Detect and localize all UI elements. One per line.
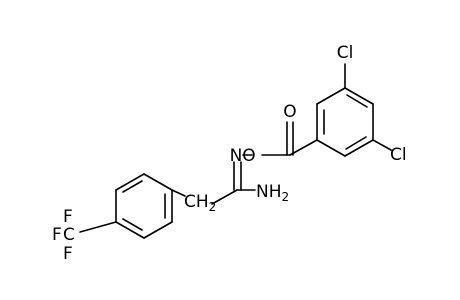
ring-a-bond-1	[344, 87, 374, 105]
amine-subscript: 2	[282, 190, 290, 204]
trifluoromethylphenyl-ring	[115, 173, 173, 239]
ring-a-double-2	[345, 136, 367, 150]
ring-a-bond-6	[316, 87, 346, 105]
f-mid-label: F	[52, 225, 62, 245]
ch2-to-ring-bond	[171, 189, 186, 197]
ring-b-double-1	[122, 180, 143, 193]
cf3-carbon-label: C	[63, 225, 75, 245]
ch2-subscript: 2	[209, 200, 217, 214]
cl-right-bond	[372, 139, 392, 151]
carbonyl-o-label: O	[283, 102, 296, 122]
cl-right-label: Cl	[390, 145, 407, 165]
ring-to-cf3-bond	[79, 221, 117, 233]
amidine-c-to-ch2-bond	[211, 189, 238, 205]
ring-b-bond-2	[115, 173, 145, 191]
dichlorophenyl-ring	[316, 87, 374, 157]
ring-to-carbonyl-bond	[289, 139, 318, 156]
ring-b-bond-1	[143, 173, 173, 191]
f-top-label: F	[63, 207, 73, 227]
ring-b-bond-4	[115, 221, 145, 239]
amine-nh-text: NH	[256, 182, 282, 202]
ring-b-double-2	[122, 218, 143, 231]
ring-b-bond-5	[143, 221, 173, 239]
amine-label: NH2	[256, 182, 289, 204]
ester-o-label: O	[242, 146, 255, 166]
ring-a-bond-3	[344, 139, 374, 157]
ring-a-bond-4	[316, 139, 346, 157]
f-bottom-label: F	[63, 244, 73, 264]
ch2-ch-text: CH	[184, 192, 209, 212]
imine-n-label: N	[230, 146, 243, 166]
ch2-label: CH2	[184, 192, 216, 214]
cl-top-label: Cl	[337, 43, 354, 63]
ring-a-double-1	[346, 94, 368, 108]
